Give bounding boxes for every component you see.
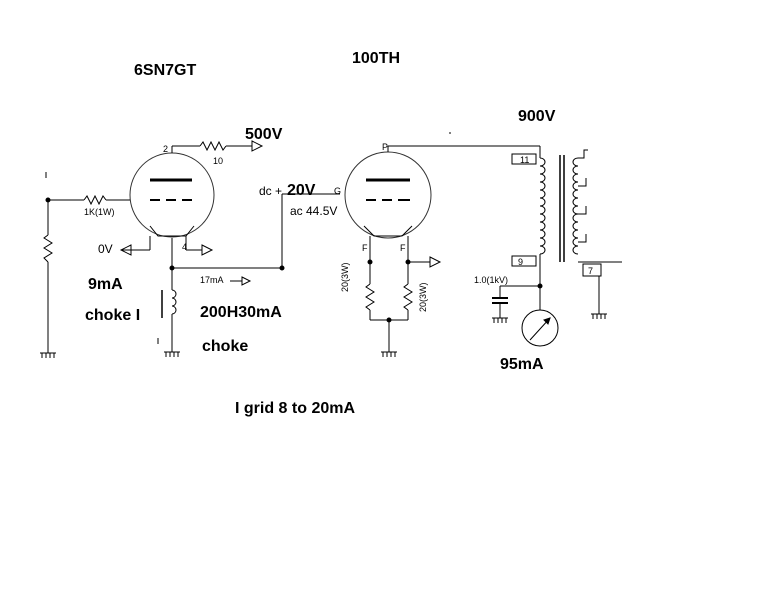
ground-symbol — [591, 313, 607, 319]
tube2-label: 100TH — [352, 50, 401, 67]
capacitor-label: 1.0(1kV) — [474, 275, 509, 285]
current-17ma: 17mA — [200, 275, 224, 285]
terminal-9-label: 9 — [518, 257, 524, 267]
zero-volt-label: 0V — [98, 242, 113, 256]
ground-symbol — [492, 317, 508, 323]
ammeter — [521, 309, 559, 347]
capacitor-1uf — [492, 297, 508, 304]
grid-current-note: I grid 8 to 20mA — [235, 400, 356, 417]
terminal-9 — [511, 255, 537, 267]
terminal-7 — [582, 263, 602, 277]
ac-label: ac 44.5V — [290, 204, 338, 218]
ground-symbol — [40, 352, 56, 358]
choke-i-label: choke I — [85, 307, 141, 324]
resistor-20-left — [365, 283, 375, 311]
ground-symbol — [381, 351, 397, 357]
arrow-pin4 — [201, 244, 214, 256]
pin-2-label: 2 — [163, 144, 169, 154]
pin-4-label: 4 — [182, 242, 188, 252]
ground-symbol — [164, 351, 180, 357]
grid-pin-label: G — [334, 186, 342, 196]
voltage-900v: 900V — [518, 108, 556, 125]
resistor-10 — [199, 140, 227, 152]
resistor-10-label: 10 — [213, 156, 224, 166]
resistor-1k-label: 1K(1W) — [84, 207, 115, 217]
terminal-11 — [511, 153, 537, 165]
current-95ma: 95mA — [500, 356, 544, 373]
choke-inductor — [161, 289, 177, 318]
grid-voltage-20v: 20V — [287, 182, 316, 199]
resistor-20-left-label: 20(3W) — [340, 262, 350, 292]
arrow-500v — [251, 140, 264, 152]
arrow-17ma — [241, 276, 252, 286]
resistor-20-right — [403, 283, 413, 311]
terminal-11-label: 11 — [520, 155, 530, 165]
resistor-20-right-label: 20(3W) — [418, 282, 428, 312]
resistor-grid-leak — [43, 234, 53, 263]
current-9ma: 9mA — [88, 276, 123, 293]
resistor-1k — [83, 194, 107, 206]
terminal-7-label: 7 — [588, 266, 594, 276]
choke-label: choke — [202, 338, 249, 355]
tube1-label: 6SN7GT — [134, 62, 197, 79]
tube-100th — [344, 151, 432, 239]
plate-pin-label: P — [382, 142, 389, 152]
tube-6sn7gt — [129, 152, 215, 238]
voltage-500v: 500V — [245, 126, 283, 143]
dc-label: dc + — [259, 184, 283, 198]
filament-pin-left: F — [362, 243, 368, 253]
arrow-0v — [119, 244, 132, 256]
arrow-filament — [429, 256, 442, 268]
choke-rating: 200H30mA — [200, 304, 282, 321]
output-transformer — [539, 149, 622, 263]
filament-pin-right: F — [400, 243, 406, 253]
